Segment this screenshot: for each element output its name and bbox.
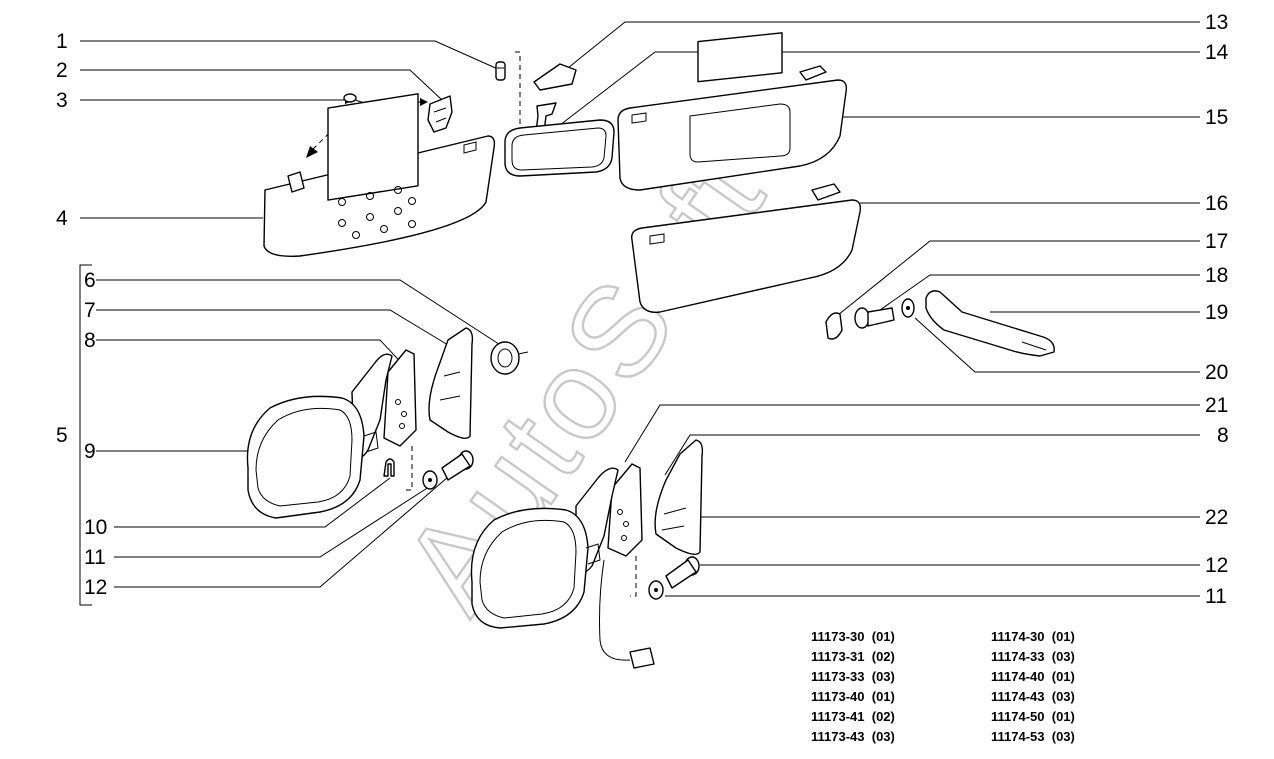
part-variant: (02): [871, 649, 895, 664]
part-code: 11174-33: [991, 649, 1045, 664]
part-12-screw-right: [665, 556, 700, 589]
part-21-exterior-mirror-right: [470, 467, 655, 669]
part-variant: (03): [1051, 649, 1075, 664]
callout-11: 11: [84, 546, 106, 569]
part-code: 11173-40: [811, 689, 865, 704]
part-code: 11174-30: [991, 629, 1045, 644]
part-19-grab-handle: [925, 290, 1055, 357]
part-codes-column-left: 11173-30 (01) 11173-31 (02) 11173-33 (03…: [811, 627, 961, 747]
callout-4: 4: [56, 207, 68, 230]
part-code: 11173-41: [811, 709, 865, 724]
part-code-row: 11174-53 (03): [991, 727, 1141, 747]
part-18-screw: [854, 307, 895, 329]
callout-7: 7: [84, 299, 96, 322]
callout-numbers: 1 2 3 4 5 6 7 8 9 10 11 12 13 14 15 16 1…: [56, 11, 1229, 608]
callout-22: 22: [1205, 506, 1228, 529]
part-9-exterior-mirror-left: [246, 353, 393, 519]
part-code-row: 11174-30 (01): [991, 627, 1141, 647]
part-variant: (01): [1051, 669, 1075, 684]
part-15-sun-visor-lit-mirror: [617, 32, 848, 191]
part-6-knob: [490, 341, 529, 375]
part-16-sun-visor: [631, 183, 862, 313]
part-code: 11174-53: [991, 729, 1045, 744]
callout-14: 14: [1205, 41, 1229, 64]
callout-5: 5: [56, 424, 68, 447]
part-code-row: 11174-33 (03): [991, 647, 1141, 667]
part-variant: (02): [871, 709, 895, 724]
callout-16: 16: [1205, 192, 1228, 215]
part-codes-column-right: 11174-30 (01) 11174-33 (03) 11174-40 (01…: [991, 627, 1141, 747]
part-10-clip: [383, 458, 395, 477]
callout-8-right: 8: [1217, 424, 1229, 447]
part-code: 11174-40: [991, 669, 1045, 684]
callout-18: 18: [1205, 264, 1228, 287]
part-code-row: 11174-43 (03): [991, 687, 1141, 707]
part-variant: (01): [871, 629, 895, 644]
callout-21: 21: [1205, 394, 1228, 417]
part-code-row: 11174-40 (01): [991, 667, 1141, 687]
callout-19: 19: [1205, 301, 1228, 324]
part-8-mount-plate-right: [607, 463, 643, 597]
part-code: 11173-30: [811, 629, 865, 644]
part-11-washer-right: [648, 580, 664, 600]
part-code-row: 11173-31 (02): [811, 647, 961, 667]
leader-lines: [79, 21, 1200, 606]
callout-20: 20: [1205, 361, 1228, 384]
part-variant: (01): [1051, 709, 1075, 724]
callout-13: 13: [1205, 11, 1228, 34]
callout-10: 10: [84, 516, 107, 539]
callout-1: 1: [56, 30, 68, 53]
callout-15: 15: [1205, 106, 1228, 129]
part-4-sun-visor-mirror: [263, 93, 496, 257]
part-8-mount-plate: [383, 349, 417, 491]
part-20-washer: [901, 298, 915, 318]
part-code: 11173-31: [811, 649, 865, 664]
part-13-roof-cover: [533, 63, 577, 91]
part-22-trim-cover: [654, 439, 704, 555]
callout-2: 2: [56, 59, 68, 82]
part-code: 11174-43: [991, 689, 1045, 704]
part-code-row: 11173-41 (02): [811, 707, 961, 727]
callout-3: 3: [56, 89, 68, 112]
part-1-clip: [495, 51, 521, 131]
part-code-row: 11174-50 (01): [991, 707, 1141, 727]
part-code-row: 11173-33 (03): [811, 667, 961, 687]
callout-12-right: 12: [1205, 554, 1228, 577]
part-code: 11174-50: [991, 709, 1045, 724]
part-7-trim-cover: [428, 327, 474, 439]
part-17-cover-cap: [825, 312, 843, 340]
part-code-row: 11173-40 (01): [811, 687, 961, 707]
part-code: 11173-43: [811, 729, 865, 744]
part-variant: (03): [871, 669, 895, 684]
part-variant: (03): [1051, 689, 1075, 704]
callout-12: 12: [84, 576, 107, 599]
callout-11-right: 11: [1205, 585, 1227, 608]
part-2-visor-hook: [427, 95, 453, 133]
callout-8: 8: [84, 329, 96, 352]
part-14-rear-view-mirror: [504, 102, 615, 177]
part-code: 11173-33: [811, 669, 865, 684]
part-code-row: 11173-30 (01): [811, 627, 961, 647]
callout-17: 17: [1205, 230, 1228, 253]
part-variant: (03): [1051, 729, 1075, 744]
part-variant: (01): [871, 689, 895, 704]
part-variant: (01): [1051, 629, 1075, 644]
part-12-screw-left: [441, 450, 474, 481]
callout-9: 9: [84, 440, 96, 463]
part-11-washer-left: [422, 470, 438, 490]
callout-6: 6: [84, 269, 96, 292]
part-code-row: 11173-43 (03): [811, 727, 961, 747]
part-variant: (03): [871, 729, 895, 744]
